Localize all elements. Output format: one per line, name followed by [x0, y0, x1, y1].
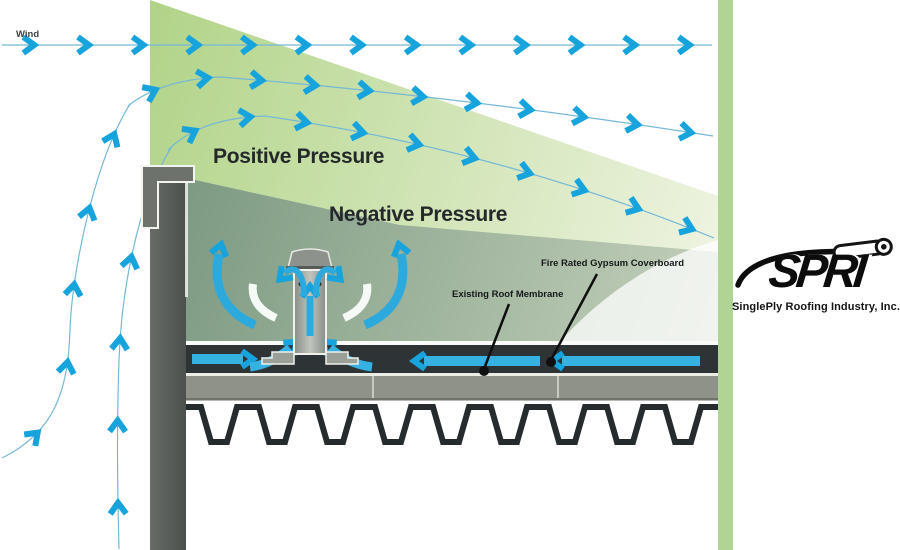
positive-pressure-zone: [150, 0, 718, 268]
leader-line: [549, 273, 599, 361]
callout-dot: [546, 357, 556, 367]
parapet-coping-cap: [141, 165, 195, 229]
spri-logo-graphics: [735, 237, 893, 288]
coverboard-top-line: [186, 373, 718, 376]
wind-label: Wind: [16, 29, 40, 40]
roof-assembly: [186, 341, 718, 450]
vent-fountain-arrow: [282, 266, 307, 297]
coverboard-bottom-edge: [186, 398, 718, 401]
deflector-white-curve: [342, 283, 372, 322]
spri-logo-acronym: SPRI: [766, 244, 866, 297]
coverboard-seam: [372, 376, 374, 400]
roof-membrane-callout: Existing Roof Membrane: [452, 289, 564, 300]
gypsum-coverboard-callout: Fire Rated Gypsum Coverboard: [541, 258, 685, 269]
wind-streamline: [1, 103, 131, 459]
leader-line: [482, 303, 511, 370]
coverboard-seam: [557, 376, 559, 400]
vent-fountain-arrow: [313, 266, 338, 297]
swoosh-icon: [735, 248, 851, 288]
callout-leaders: [479, 273, 599, 376]
steel-deck-layer: [186, 400, 718, 450]
wind-streamline: [127, 76, 714, 137]
parapet-wall: [141, 165, 195, 550]
negative-pressure-zone: [150, 170, 718, 345]
membrane-roll-icon: [832, 237, 893, 261]
negative-pressure-label: Negative Pressure: [329, 203, 508, 226]
deflector-white-curve: [248, 283, 278, 322]
membrane-top-highlight: [186, 341, 718, 345]
zone-fade-cloud: [558, 240, 718, 344]
green-accent-strip: [718, 0, 733, 550]
uplift-crescent-arrow: [212, 253, 257, 330]
vent-base-flange: [261, 340, 295, 365]
coverboard-layer: [186, 376, 718, 400]
spri-logo-company-name: SinglePly Roofing Industry, Inc.: [731, 301, 900, 313]
vent-cap: [287, 248, 333, 269]
callout-dot: [479, 366, 489, 376]
vent-base-flange: [325, 340, 359, 365]
vent-detail: [211, 242, 410, 365]
uplift-crescent-arrow: [363, 253, 408, 330]
positive-pressure-label: Positive Pressure: [213, 145, 385, 168]
